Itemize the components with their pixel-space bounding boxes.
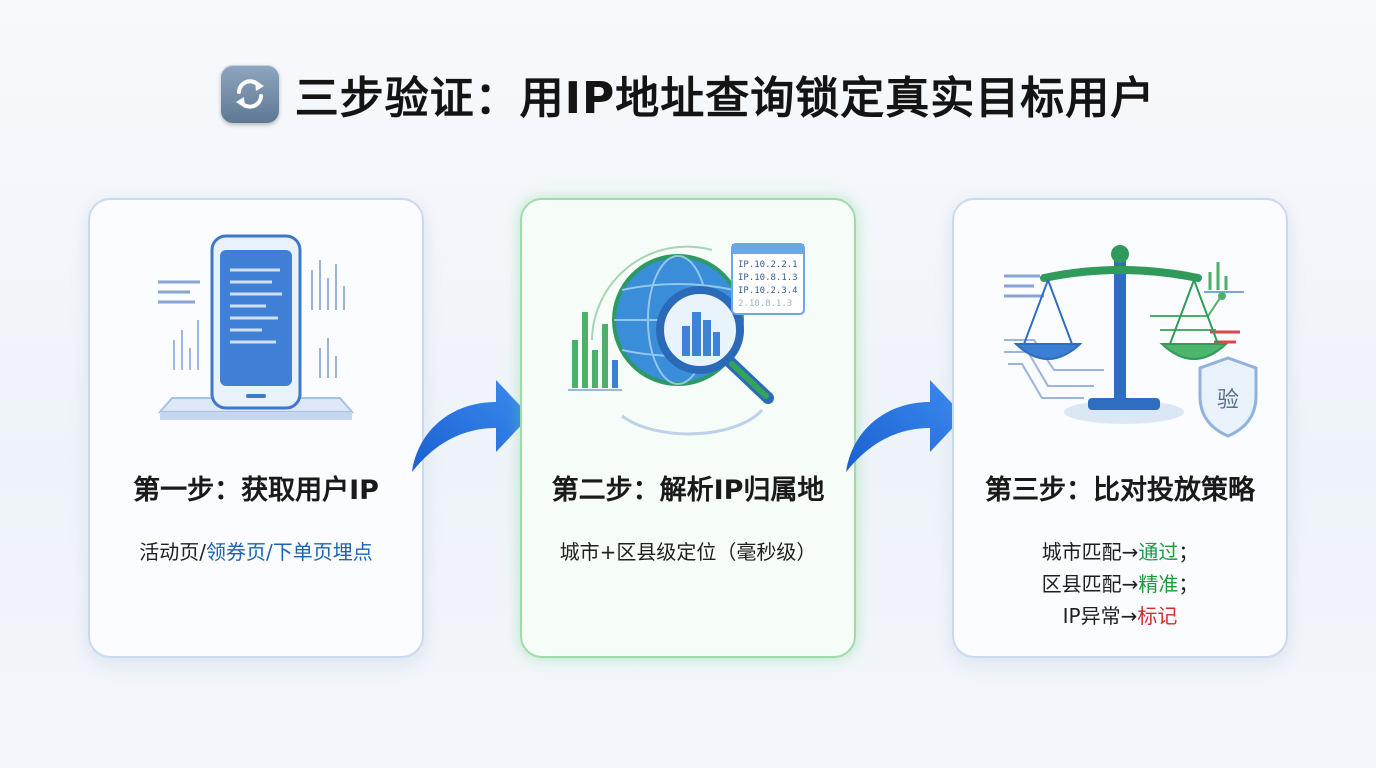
- ip-line-4: 2.10.8.1.3: [738, 299, 792, 309]
- step-title-1: 第一步：获取用户IP: [133, 475, 379, 506]
- smartphone-icon: [157, 234, 355, 420]
- step-card-2: IP.10.2.2.1 IP.10.8.1.3 IP.10.2.3.4 2.10…: [520, 198, 856, 658]
- rule-suffix: ；: [1178, 540, 1199, 564]
- step-title-2: 第二步：解析IP归属地: [551, 475, 825, 506]
- rule-result: 标记: [1137, 604, 1178, 628]
- desc-part-3: 下单页埋点: [272, 540, 373, 564]
- ip-line-2: IP.10.8.1.3: [738, 273, 798, 283]
- rule-prefix: 区县匹配→: [1041, 572, 1139, 596]
- rule-line-1: 城市匹配→通过；: [954, 536, 1286, 568]
- desc-part-1: 活动页/: [139, 540, 206, 564]
- rule-prefix: 城市匹配→: [1041, 540, 1139, 564]
- rule-line-3: IP异常→标记: [954, 600, 1286, 632]
- rule-result: 精准: [1138, 572, 1179, 596]
- scales-icon: 验: [1004, 245, 1258, 438]
- flow-arrow-2: [846, 380, 964, 472]
- flow-arrow-1: [412, 380, 530, 472]
- step-card-3: 验 第三步：比对投放策略 城市匹配→通过； 区县匹配→精准； IP异常→标记: [952, 198, 1288, 658]
- step-desc-3: 城市匹配→通过； 区县匹配→精准； IP异常→标记: [954, 536, 1286, 632]
- page-title: 三步验证：用IP地址查询锁定真实目标用户: [294, 73, 1156, 124]
- step-card-1: 第一步：获取用户IP 活动页/领券页/下单页埋点: [88, 198, 424, 658]
- verify-badge: 验: [1217, 388, 1239, 413]
- rule-suffix: ；: [1178, 572, 1199, 596]
- step-title-3: 第三步：比对投放策略: [985, 475, 1255, 506]
- rule-result: 通过: [1138, 540, 1179, 564]
- desc-part-2: 领券页/: [206, 540, 273, 564]
- globe-magnifier-icon: IP.10.2.2.1 IP.10.8.1.3 IP.10.2.3.4 2.10…: [568, 243, 805, 436]
- page-header: 三步验证：用IP地址查询锁定真实目标用户: [0, 62, 1376, 126]
- refresh-icon: [220, 65, 279, 123]
- rule-prefix: IP异常→: [1062, 604, 1138, 628]
- ip-line-1: IP.10.2.2.1: [738, 260, 798, 270]
- step-desc-1: 活动页/领券页/下单页埋点: [90, 536, 422, 568]
- step-desc-2: 城市+区县级定位（毫秒级）: [559, 540, 817, 564]
- rule-line-2: 区县匹配→精准；: [954, 568, 1286, 600]
- ip-line-3: IP.10.2.3.4: [738, 286, 798, 296]
